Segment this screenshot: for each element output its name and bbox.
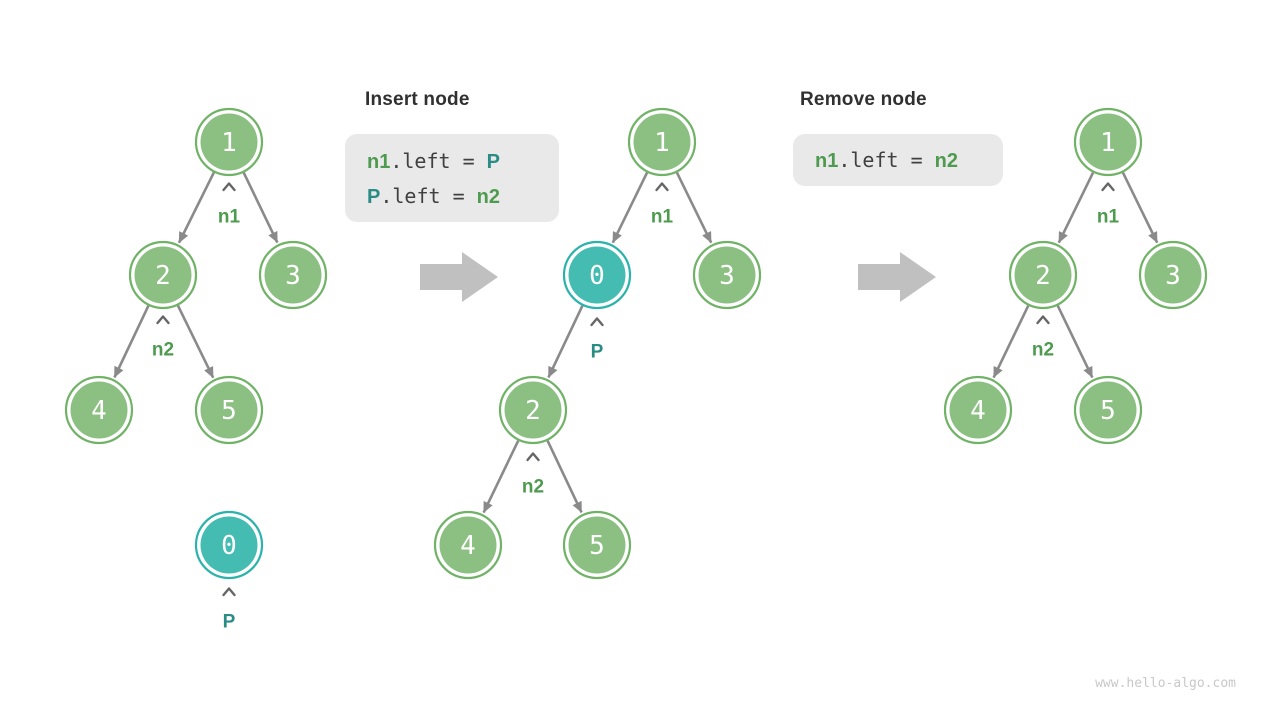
code-token: n2 bbox=[934, 150, 959, 172]
pointer-label-n2: n2 bbox=[152, 340, 174, 361]
node-value: 1 bbox=[221, 128, 237, 158]
node-value: 5 bbox=[1100, 396, 1116, 426]
tree-node-0: 0 bbox=[562, 240, 632, 310]
edge-2-to-4 bbox=[482, 440, 520, 514]
node-value: 2 bbox=[155, 261, 171, 291]
node-value: 1 bbox=[654, 128, 670, 158]
code-token: P bbox=[367, 186, 381, 208]
tree-node-4: 4 bbox=[433, 510, 503, 580]
tree-node-0: 0 bbox=[194, 510, 264, 580]
tree-node-3: 3 bbox=[1138, 240, 1208, 310]
pointer-label-n2: n2 bbox=[522, 477, 544, 498]
tree-after-remove: 1 2 3 4 5 n1 n2 bbox=[943, 107, 1208, 445]
node-value: 5 bbox=[221, 396, 237, 426]
code-token: .left = bbox=[838, 148, 935, 172]
tree-node-5: 5 bbox=[1073, 375, 1143, 445]
node-value: 2 bbox=[1035, 261, 1051, 291]
code-token: P bbox=[486, 151, 501, 173]
edge-2-to-4 bbox=[992, 305, 1030, 379]
code-token: .left = bbox=[380, 184, 477, 208]
caret-up-icon bbox=[1101, 182, 1115, 192]
tree-node-2: 2 bbox=[128, 240, 198, 310]
node-value: 3 bbox=[285, 261, 301, 291]
node-value: 0 bbox=[221, 531, 237, 561]
tree-node-3: 3 bbox=[692, 240, 762, 310]
insert-section-title: Insert node bbox=[365, 89, 470, 110]
pointer-label-n1: n1 bbox=[651, 207, 674, 228]
edge-1-to-0 bbox=[611, 171, 649, 244]
node-value: 0 bbox=[589, 261, 605, 291]
node-value: 2 bbox=[525, 396, 541, 426]
caret-up-icon bbox=[222, 587, 236, 597]
tree-node-1: 1 bbox=[627, 107, 697, 177]
tree-before-insert: 1 2 3 4 5 0 n1 n2P bbox=[64, 107, 328, 633]
transition-arrow-icon bbox=[420, 252, 498, 302]
watermark: www.hello-algo.com bbox=[1095, 676, 1236, 691]
node-value: 3 bbox=[719, 261, 735, 291]
pointer-label-P: P bbox=[223, 612, 236, 633]
node-value: 1 bbox=[1100, 128, 1116, 158]
edge-1-to-3 bbox=[242, 172, 279, 244]
caret-up-icon bbox=[590, 317, 604, 327]
tree-node-2: 2 bbox=[498, 375, 568, 445]
node-value: 3 bbox=[1165, 261, 1181, 291]
transition-arrow-icon bbox=[858, 252, 936, 302]
edge-1-to-3 bbox=[1121, 171, 1159, 244]
edge-2-to-5 bbox=[1056, 305, 1094, 379]
pointer-label-n1: n1 bbox=[218, 207, 241, 228]
edge-2-to-4 bbox=[113, 305, 150, 379]
node-value: 4 bbox=[460, 531, 476, 561]
pointer-label-n1: n1 bbox=[1097, 207, 1120, 228]
tree-node-2: 2 bbox=[1008, 240, 1078, 310]
edge-2-to-5 bbox=[546, 440, 583, 514]
edge-2-to-5 bbox=[176, 304, 215, 379]
code-token: n1 bbox=[367, 151, 391, 173]
tree-node-4: 4 bbox=[943, 375, 1013, 445]
code-token: n2 bbox=[476, 186, 501, 208]
caret-up-icon bbox=[156, 315, 170, 325]
caret-up-icon bbox=[222, 182, 236, 192]
pointer-label-P: P bbox=[591, 342, 604, 363]
edge-1-to-2 bbox=[177, 171, 216, 244]
remove-code-box: n1.left = n2 bbox=[793, 134, 1003, 186]
code-token: .left = bbox=[390, 149, 487, 173]
edge-1-to-2 bbox=[1057, 171, 1095, 244]
code-line: P.left = n2 bbox=[367, 179, 559, 214]
edge-0-to-2 bbox=[547, 305, 584, 379]
caret-up-icon bbox=[1036, 315, 1050, 325]
node-value: 5 bbox=[589, 531, 605, 561]
tree-node-5: 5 bbox=[562, 510, 632, 580]
code-line: n1.left = n2 bbox=[815, 144, 1003, 177]
code-token: n1 bbox=[815, 150, 839, 172]
remove-section-title: Remove node bbox=[800, 89, 927, 110]
caret-up-icon bbox=[526, 452, 540, 462]
tree-node-5: 5 bbox=[194, 375, 264, 445]
tree-node-4: 4 bbox=[64, 375, 134, 445]
node-value: 4 bbox=[91, 396, 107, 426]
tree-node-3: 3 bbox=[258, 240, 328, 310]
pointer-label-n2: n2 bbox=[1032, 340, 1054, 361]
edge-1-to-3 bbox=[675, 171, 713, 244]
node-value: 4 bbox=[970, 396, 986, 426]
tree-node-1: 1 bbox=[194, 107, 264, 177]
tree-node-1: 1 bbox=[1073, 107, 1143, 177]
caret-up-icon bbox=[655, 182, 669, 192]
code-line: n1.left = P bbox=[367, 144, 559, 179]
